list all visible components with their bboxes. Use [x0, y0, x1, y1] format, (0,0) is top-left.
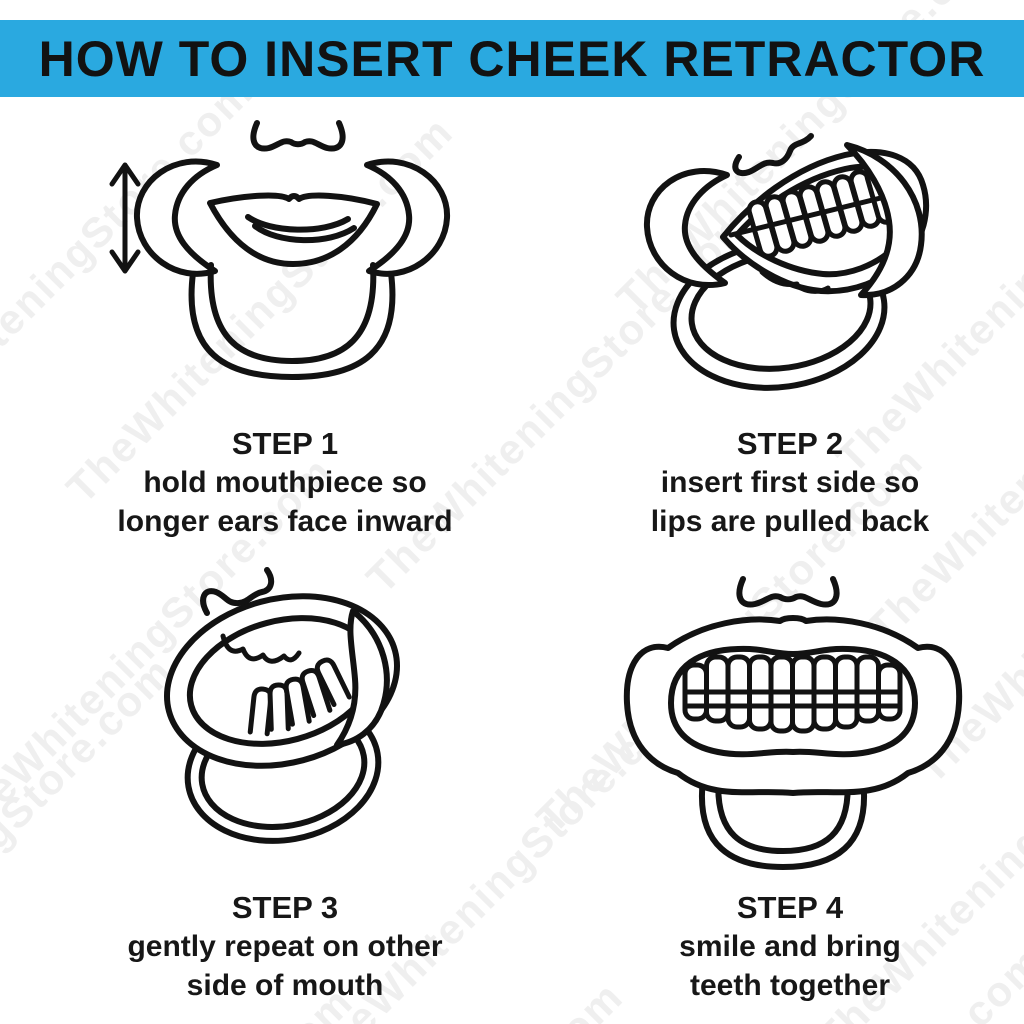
step3-label: STEP 3	[231, 890, 339, 925]
retractor-ring	[188, 270, 396, 380]
right-retractor-ear	[364, 158, 451, 277]
right-retractor-flange	[334, 608, 390, 748]
step3-caption: STEP 3 gently repeat on other side of mo…	[55, 888, 515, 1005]
step1-label: STEP 1	[231, 426, 339, 461]
title-banner: HOW TO INSERT CHEEK RETRACTOR	[0, 20, 1024, 97]
step4-line2: teeth together	[689, 969, 890, 1002]
chin-line	[759, 269, 800, 287]
step4-label: STEP 4	[736, 890, 844, 925]
step2-illustration	[643, 133, 929, 391]
upper-teeth	[220, 633, 302, 664]
smile-line	[245, 214, 351, 233]
step2-label: STEP 2	[736, 426, 844, 461]
retractor-ring-inner	[715, 770, 851, 854]
step4-line1: smile and bring	[679, 930, 901, 963]
inner-mouth-outline	[668, 645, 918, 758]
step1-caption: STEP 1 hold mouthpiece so longer ears fa…	[55, 424, 515, 541]
chin-line-2	[798, 285, 831, 294]
left-retractor-ear	[133, 158, 220, 277]
retractor-ring	[698, 776, 868, 870]
lower-teeth	[247, 657, 352, 737]
step3-illustration	[164, 567, 400, 844]
step1-illustration	[109, 120, 451, 380]
retractor-ring-inner	[207, 262, 377, 364]
step3-line2: side of mouth	[186, 969, 384, 1002]
occlusal-line	[728, 190, 904, 238]
step1-line2: longer ears face inward	[117, 505, 453, 538]
nose-line	[736, 576, 840, 608]
step4-illustration	[623, 576, 963, 870]
page-title: HOW TO INSERT CHEEK RETRACTOR	[38, 30, 986, 87]
step2-line1: insert first side so	[660, 466, 920, 499]
nose-line	[250, 120, 346, 152]
left-retractor-ear	[643, 168, 730, 288]
step2-caption: STEP 2 insert first side so lips are pul…	[560, 424, 1020, 541]
right-retractor-flange	[844, 142, 925, 299]
step3-line1: gently repeat on other	[127, 930, 443, 963]
step2-line2: lips are pulled back	[650, 505, 930, 538]
lower-lip-line	[252, 223, 357, 244]
step4-caption: STEP 4 smile and bring teeth together	[560, 888, 1020, 1005]
nose-line	[732, 133, 814, 177]
nose-line	[200, 567, 275, 616]
vertical-orientation-arrow	[109, 162, 141, 274]
step1-line1: hold mouthpiece so	[143, 466, 427, 499]
